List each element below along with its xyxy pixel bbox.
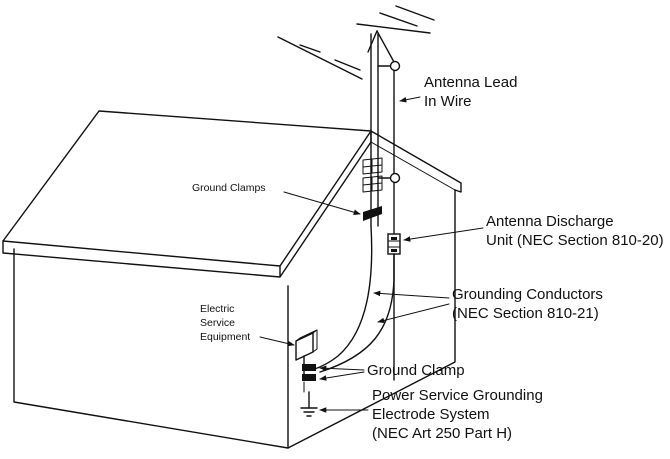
roof-front <box>2 110 372 267</box>
antenna-mast <box>370 33 379 227</box>
label-conductors-2: (NEC Section 810-21) <box>452 305 599 322</box>
antenna <box>277 5 435 381</box>
antenna-boom <box>356 23 431 34</box>
leader-antenna-lead <box>399 96 421 103</box>
standoff-insulator-2 <box>389 172 401 184</box>
antenna-discharge-unit <box>387 233 401 255</box>
label-electrode-1: Power Service Grounding <box>372 387 543 404</box>
antenna-element-1 <box>379 12 418 27</box>
house-left-wall <box>13 248 289 449</box>
antenna-v-left <box>367 30 378 53</box>
antenna-element-3 <box>299 44 321 53</box>
label-conductors-1: Grounding Conductors <box>452 286 603 303</box>
grounding-conductor-mast <box>311 225 373 371</box>
label-discharge-1: Antenna Discharge <box>486 213 614 230</box>
mast-clamp-bracket <box>362 157 383 193</box>
label-electrode-3: (NEC Art 250 Part H) <box>372 425 512 442</box>
label-ground-clamps: Ground Clamps <box>192 182 266 194</box>
roof-fascia <box>2 130 372 278</box>
ground-clamps-bottom <box>302 364 316 393</box>
antenna-crossbar <box>277 36 363 80</box>
label-electric-1: Electric <box>200 303 234 315</box>
ground-electrode-symbol <box>300 391 318 417</box>
leader-ground-clamp-1 <box>319 365 365 372</box>
label-electrode-2: Electrode System <box>372 406 490 423</box>
leader-ground-clamps <box>283 191 361 215</box>
antenna-v-right <box>376 30 395 63</box>
leader-ground-clamp-2 <box>319 371 365 381</box>
roof-back <box>370 130 462 193</box>
roof-back-fascia <box>370 141 456 191</box>
mast-ground-clamp <box>363 206 382 221</box>
standoff-insulator-1 <box>389 60 401 72</box>
label-antenna-lead-1: Antenna Lead <box>424 74 517 91</box>
leader-discharge <box>403 227 484 242</box>
label-antenna-lead-2: In Wire <box>424 93 472 110</box>
antenna-element-2 <box>334 59 361 71</box>
antenna-element-4 <box>395 5 435 21</box>
label-discharge-2: Unit (NEC Section 810-20) <box>486 232 664 249</box>
leader-conductor-1 <box>373 290 450 299</box>
leader-electric-service <box>259 336 295 347</box>
label-ground-clamp: Ground Clamp <box>367 362 465 379</box>
leader-conductor-2 <box>377 303 450 324</box>
label-electric-2: Service <box>200 317 235 329</box>
label-electric-3: Equipment <box>200 331 250 343</box>
house-right-wall <box>287 189 456 449</box>
grounding-conductor-discharge <box>319 253 395 373</box>
